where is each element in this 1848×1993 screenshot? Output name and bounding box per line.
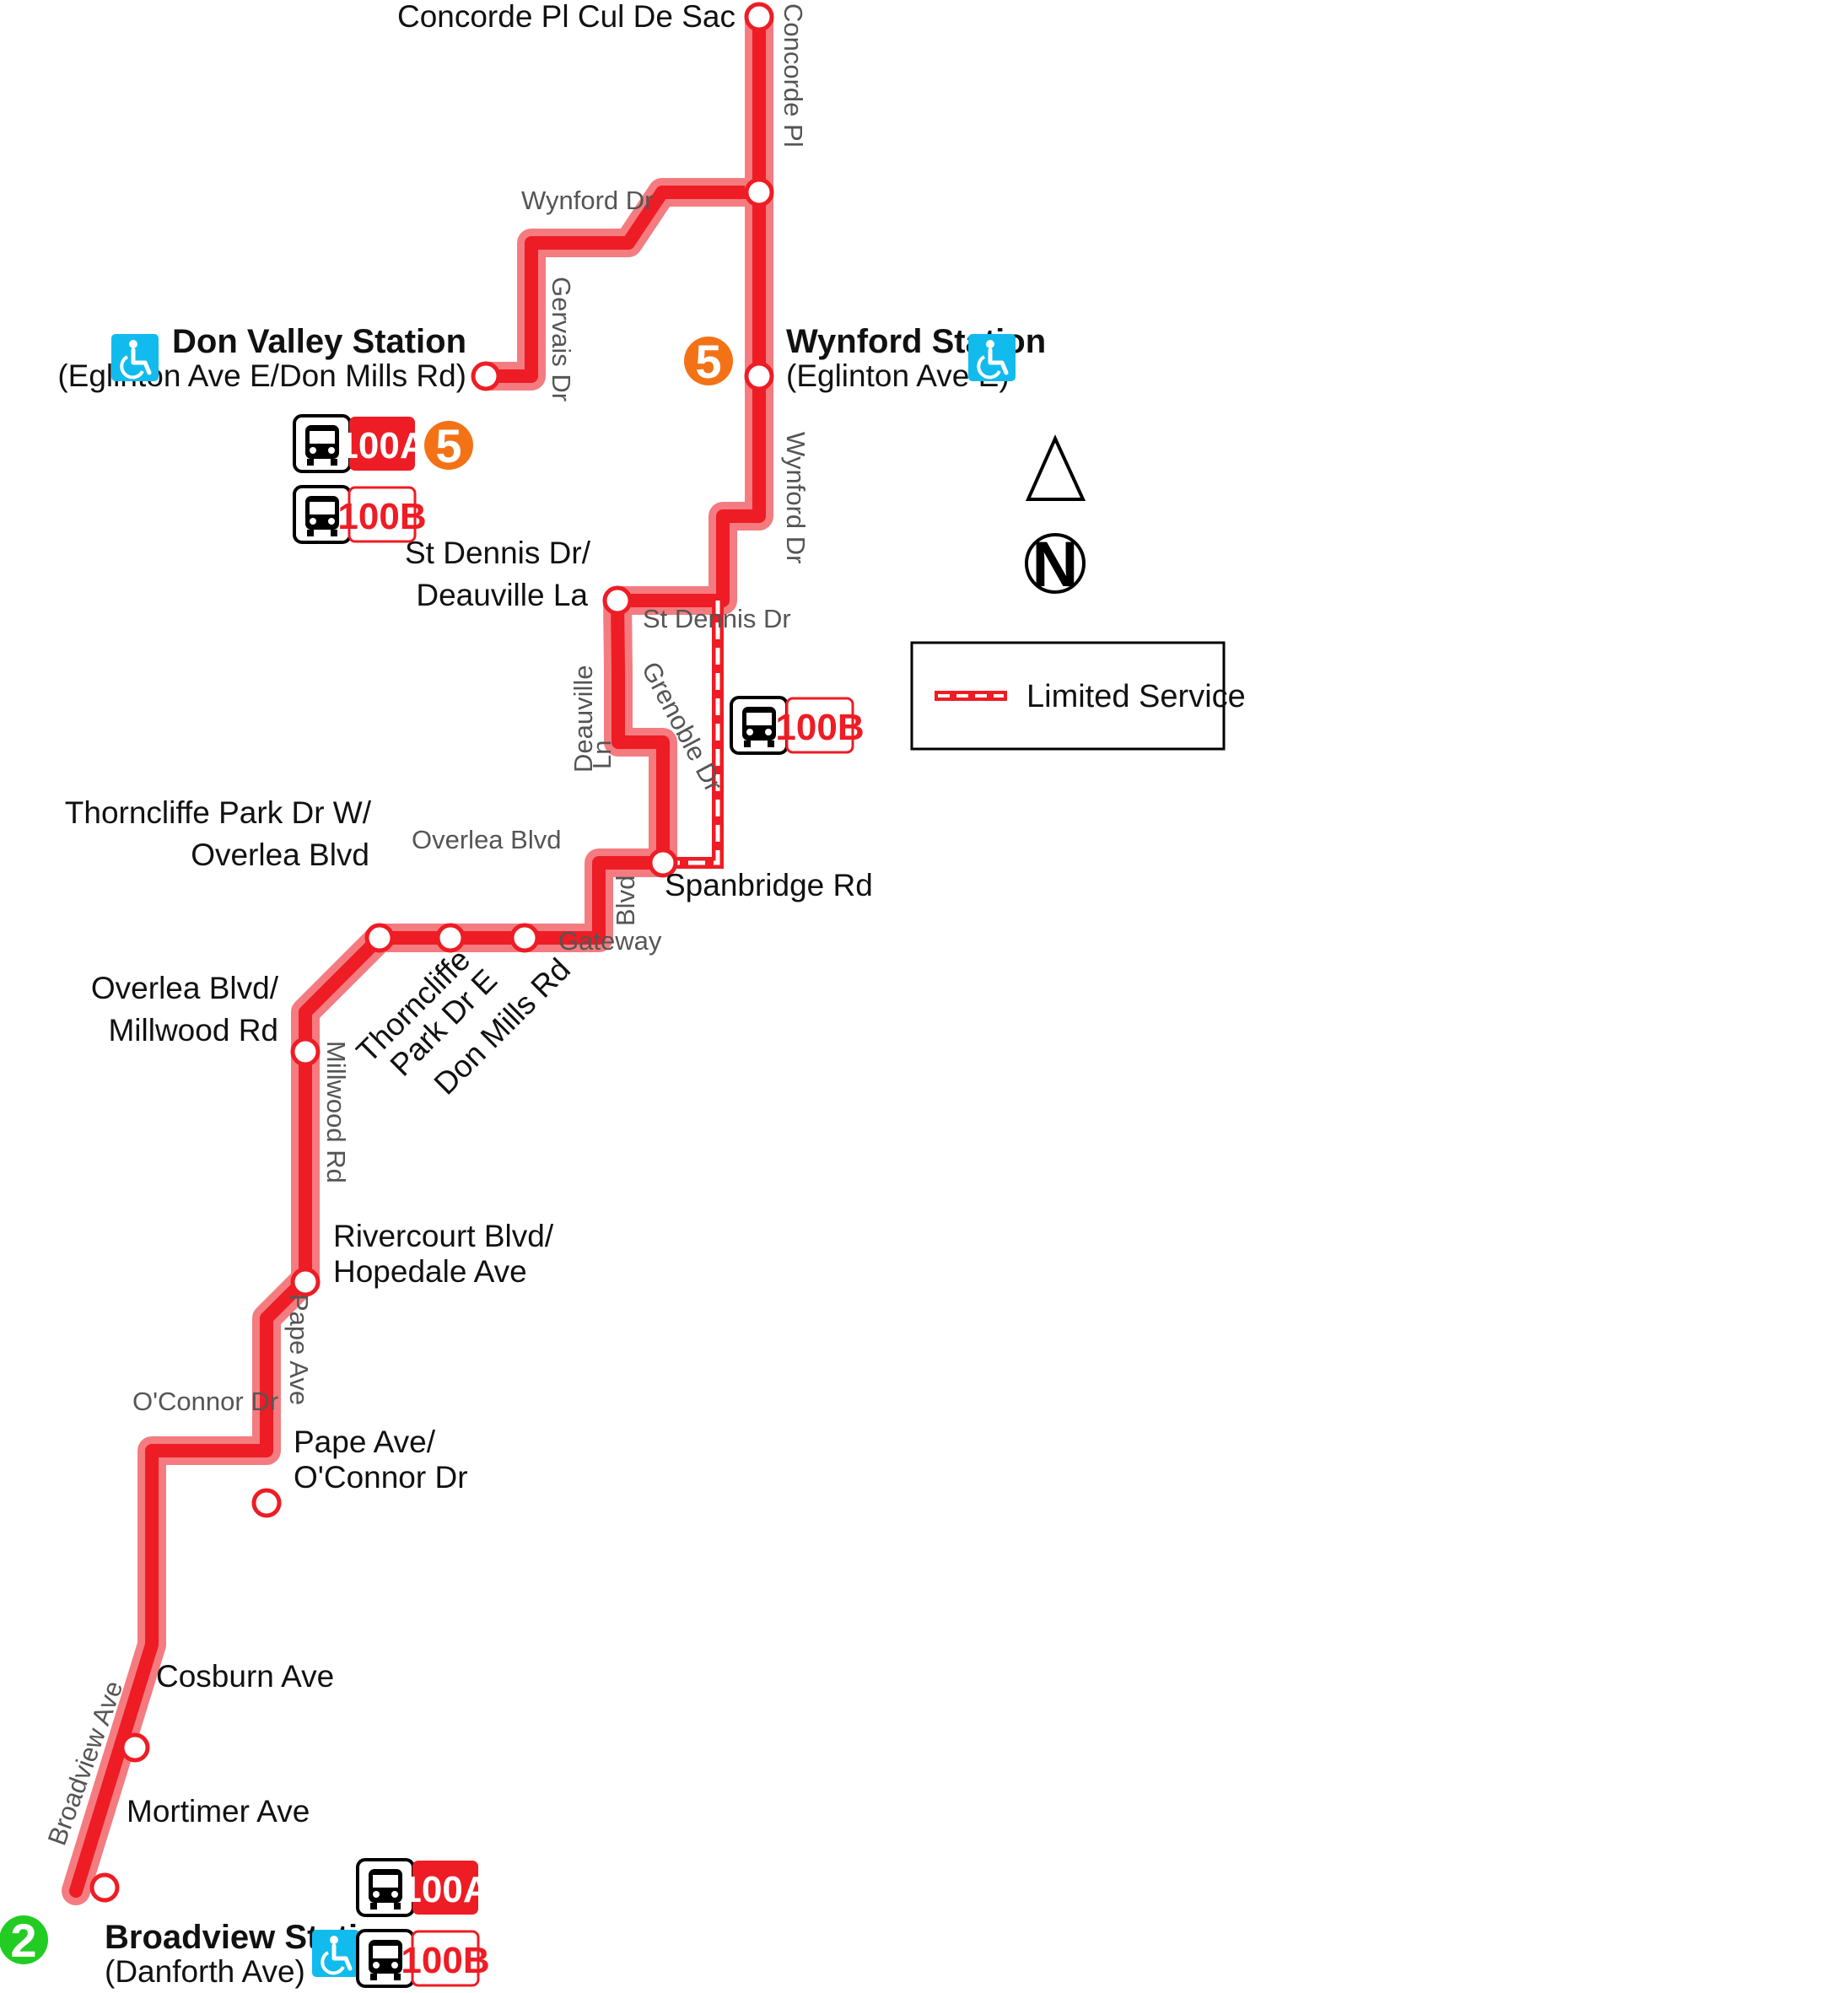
stop-mortimer[interactable] bbox=[89, 1872, 120, 1903]
stop-st-dennis[interactable] bbox=[602, 585, 633, 616]
stop-label-rivercourt-1: Rivercourt Blvd/ bbox=[333, 1219, 554, 1253]
street-gateway: Gateway bbox=[558, 926, 662, 956]
route-line bbox=[69, 186, 766, 1898]
stop-label-thorncliffe-w-2: Overlea Blvd bbox=[191, 838, 369, 872]
wheelchair-icon bbox=[968, 334, 1016, 381]
stop-label-don-valley: Don Valley Station bbox=[172, 323, 466, 360]
line5-label-wynford: 5 bbox=[695, 335, 721, 388]
stop-don-mills[interactable] bbox=[509, 923, 540, 953]
street-concorde-pl: Concorde Pl bbox=[779, 3, 808, 148]
north-arrow-icon: N bbox=[1025, 434, 1086, 601]
route-label-100a-don-valley: 100A bbox=[337, 425, 426, 466]
stop-overlea-millwood[interactable] bbox=[290, 1037, 321, 1067]
street-gateway-blvd: Blvd bbox=[611, 875, 640, 926]
street-overlea-blvd: Overlea Blvd bbox=[412, 825, 561, 854]
route-badge-100b-broadview[interactable] bbox=[411, 1930, 480, 1987]
stop-label-overlea-millwood-1: Overlea Blvd/ bbox=[91, 971, 279, 1005]
stop-label-overlea-millwood-2: Millwood Rd bbox=[108, 1013, 278, 1048]
line5-badge-don-valley[interactable] bbox=[424, 421, 473, 470]
street-deauville-1: Deauville bbox=[568, 665, 598, 773]
limited-service-dashes bbox=[663, 601, 720, 865]
wheelchair-icon bbox=[111, 334, 159, 381]
line5-label-don-valley: 5 bbox=[435, 419, 461, 472]
route-badge-100b-don-valley[interactable] bbox=[348, 486, 417, 543]
legend: Limited Service bbox=[910, 641, 1246, 751]
stop-label-st-dennis-2: Deauville La bbox=[416, 578, 588, 612]
stop-label-cosburn: Cosburn Ave bbox=[156, 1659, 334, 1694]
legend-label-limited-service: Limited Service bbox=[1026, 679, 1246, 714]
stop-wynford-concorde[interactable] bbox=[744, 177, 774, 207]
line2-badge-broadview[interactable] bbox=[0, 1915, 48, 1964]
stop-label-rivercourt-2: Hopedale Ave bbox=[333, 1254, 527, 1289]
street-st-dennis-dr: St Dennis Dr bbox=[643, 604, 791, 633]
stop-label-pape-2: O'Connor Dr bbox=[294, 1460, 468, 1495]
route-label-100b-don-valley: 100B bbox=[337, 496, 426, 537]
stop-label-mortimer: Mortimer Ave bbox=[127, 1794, 310, 1829]
route-label-100a-broadview: 100A bbox=[401, 1869, 489, 1910]
stop-rivercourt[interactable] bbox=[290, 1267, 321, 1297]
stop-label-thorncliffe-w-1: Thorncliffe Park Dr W/ bbox=[65, 795, 372, 830]
street-pape-ave: Pape Ave bbox=[284, 1294, 314, 1405]
stop-concorde[interactable] bbox=[744, 2, 774, 32]
street-millwood-rd: Millwood Rd bbox=[321, 1041, 351, 1183]
stop-sublabel-broadview: (Danforth Ave) bbox=[105, 1954, 305, 1989]
stop-pape[interactable] bbox=[251, 1488, 282, 1518]
stop-spanbridge[interactable] bbox=[648, 848, 678, 878]
line5-badge-wynford[interactable] bbox=[684, 337, 733, 385]
route-label-100b-broadview: 100B bbox=[401, 1940, 489, 1981]
stop-label-pape-1: Pape Ave/ bbox=[294, 1425, 436, 1459]
north-label: N bbox=[1032, 529, 1079, 601]
route-label-100b-limited: 100B bbox=[775, 707, 864, 748]
route-badge-100b-limited[interactable] bbox=[785, 697, 854, 754]
stop-thorncliffe-e[interactable] bbox=[435, 923, 466, 953]
street-wynford-dr-top: Wynford Dr bbox=[521, 186, 653, 215]
stop-thorncliffe-w[interactable] bbox=[364, 923, 395, 953]
route-badge-100a-don-valley[interactable] bbox=[349, 417, 415, 471]
stop-cosburn[interactable] bbox=[120, 1732, 150, 1763]
wheelchair-icon bbox=[312, 1930, 359, 1977]
route-badge-100a-broadview[interactable] bbox=[412, 1861, 478, 1915]
stop-label-spanbridge: Spanbridge Rd bbox=[665, 868, 873, 902]
line2-label-broadview: 2 bbox=[10, 1914, 36, 1967]
street-wynford-dr-right: Wynford Dr bbox=[781, 432, 811, 563]
stop-label-st-dennis-1: St Dennis Dr/ bbox=[405, 536, 591, 570]
stop-label-concorde: Concorde Pl Cul De Sac bbox=[397, 0, 735, 34]
street-deauville-2: Ln bbox=[587, 741, 617, 769]
street-gervais-dr: Gervais Dr bbox=[547, 277, 576, 401]
stop-don-valley-station[interactable] bbox=[471, 361, 501, 391]
street-oconnor-dr: O'Connor Dr bbox=[132, 1387, 278, 1416]
stop-wynford-station[interactable] bbox=[744, 361, 774, 391]
